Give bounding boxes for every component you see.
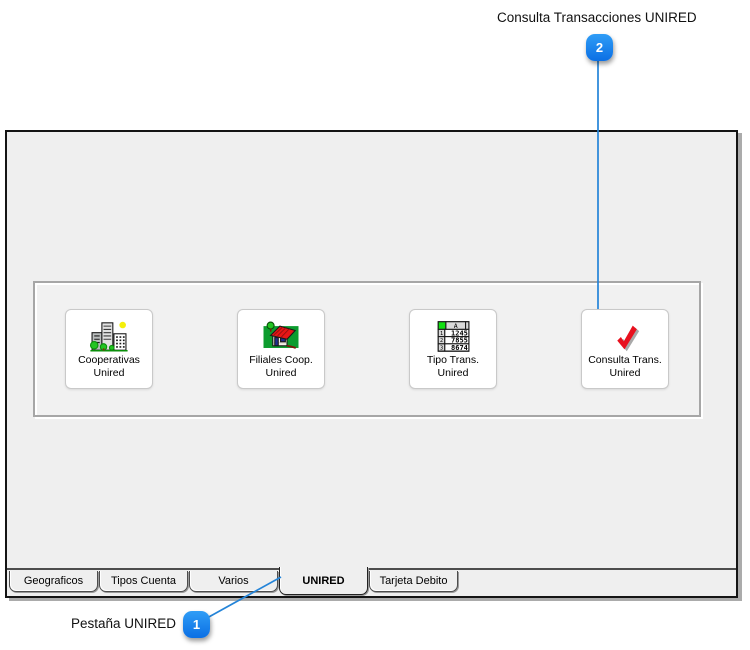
button-label-line1: Filiales Coop. xyxy=(249,354,313,367)
house-icon xyxy=(261,318,301,354)
tab-varios[interactable]: Varios xyxy=(189,571,278,592)
svg-text:7855: 7855 xyxy=(451,337,468,345)
content-area: Cooperativas Unired xyxy=(7,132,736,570)
tabstrip: Geograficos Tipos Cuenta Varios UNIRED T… xyxy=(7,567,736,596)
toolbar-button-consulta-trans-unired[interactable]: Consulta Trans. Unired xyxy=(581,309,669,389)
toolbar-button-filiales-coop-unired[interactable]: Filiales Coop. Unired xyxy=(237,309,325,389)
tab-geograficos[interactable]: Geograficos xyxy=(9,571,98,592)
tab-unired[interactable]: UNIRED xyxy=(279,567,368,595)
svg-text:A: A xyxy=(454,322,458,330)
app-window: Cooperativas Unired xyxy=(5,130,738,598)
button-label-line1: Cooperativas xyxy=(78,354,140,367)
callout-badge-2: 2 xyxy=(586,34,613,61)
button-label-line2: Unired xyxy=(609,367,641,379)
svg-text:2: 2 xyxy=(440,338,443,344)
red-checkmark-icon xyxy=(606,318,644,354)
tab-tipos-cuenta[interactable]: Tipos Cuenta xyxy=(99,571,188,592)
toolbar-button-cooperativas-unired[interactable]: Cooperativas Unired xyxy=(65,309,153,389)
svg-text:3: 3 xyxy=(440,346,443,352)
button-label-line1: Tipo Trans. xyxy=(426,354,480,367)
button-label-line2: Unired xyxy=(437,367,469,379)
annotation-label-consulta-transacciones: Consulta Transacciones UNIRED xyxy=(497,10,697,25)
svg-text:8674: 8674 xyxy=(451,344,468,352)
button-label-line1: Consulta Trans. xyxy=(588,354,662,367)
button-label-line2: Unired xyxy=(265,367,297,379)
spreadsheet-icon: A 1 1245 2 7855 3 8674 xyxy=(434,318,472,354)
toolbar-button-tipo-trans-unired[interactable]: A 1 1245 2 7855 3 8674 xyxy=(409,309,497,389)
city-buildings-icon xyxy=(89,318,129,354)
tab-tarjeta-debito[interactable]: Tarjeta Debito xyxy=(369,571,458,592)
button-label-line2: Unired xyxy=(93,367,125,379)
svg-text:1: 1 xyxy=(440,331,443,337)
annotation-label-pestana-unired: Pestaña UNIRED xyxy=(71,616,177,631)
toolbar-panel: Cooperativas Unired xyxy=(33,281,701,417)
svg-text:1245: 1245 xyxy=(451,330,468,338)
callout-badge-1: 1 xyxy=(183,611,210,638)
